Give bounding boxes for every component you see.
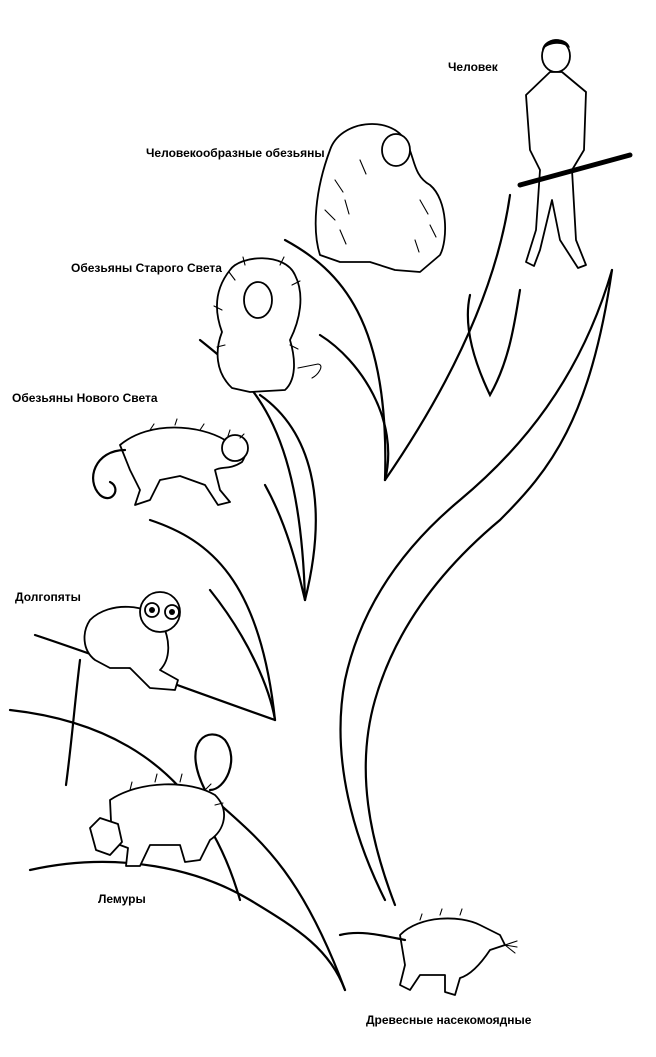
lemur-figure: [89, 733, 233, 867]
branch-new-world-monkeys: [148, 393, 317, 722]
branch-lemurs: [28, 798, 347, 992]
label-tarsiers: Долгопяты: [15, 590, 81, 604]
tree-shrew-figure: [338, 908, 518, 996]
label-tree-shrews: Древесные насекомоядные: [366, 1013, 532, 1027]
branch-human: [466, 288, 522, 398]
old-world-monkey-figure: [213, 256, 322, 393]
human-figure: [517, 39, 633, 269]
label-old-world-monkeys: Обезьяны Старого Света: [71, 261, 222, 275]
new-world-monkey-figure: [92, 418, 249, 506]
label-human: Человек: [448, 60, 498, 74]
label-new-world-monkeys: Обезьяны Нового Света: [12, 391, 158, 405]
label-lemurs: Лемуры: [98, 892, 146, 906]
tree-trunk: [339, 268, 614, 907]
label-great-apes: Человекообразные обезьяны: [146, 146, 325, 160]
great-ape-figure: [314, 123, 446, 273]
tarsier-figure: [64, 591, 181, 787]
